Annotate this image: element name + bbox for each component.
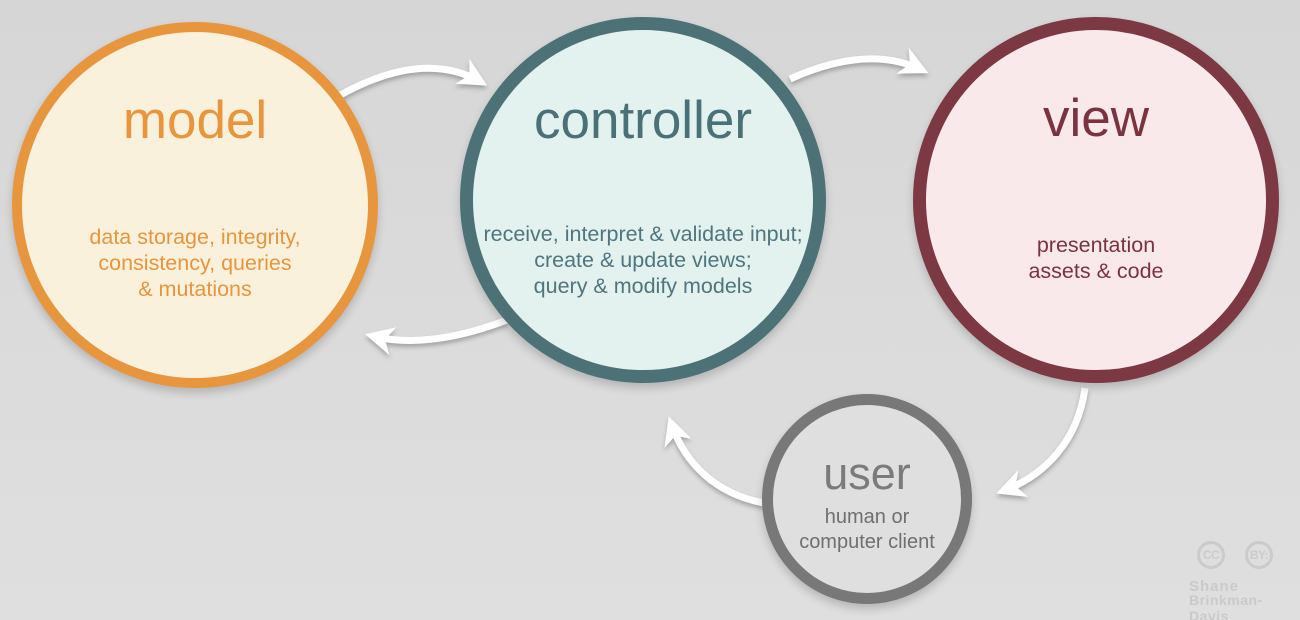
by-icon: BY: xyxy=(1245,541,1273,569)
arrow-controller-to-view xyxy=(788,47,929,83)
author-name-line2: Brinkman-Davis xyxy=(1189,592,1263,620)
user-node: user human or computer client xyxy=(762,394,972,604)
arrow-model-to-controller xyxy=(328,58,488,105)
view-node: view presentation assets & code xyxy=(913,17,1279,383)
user-description: human or computer client xyxy=(799,506,935,553)
model-description: data storage, integrity, consistency, qu… xyxy=(89,225,301,301)
view-description: presentation assets & code xyxy=(1028,233,1164,283)
arrow-user-to-controller xyxy=(664,416,765,507)
controller-description: receive, interpret & validate input; cre… xyxy=(483,222,803,298)
controller-node: controller receive, interpret & validate… xyxy=(460,17,826,383)
author-name-line1: Shane xyxy=(1189,578,1240,595)
cc-icon: CC xyxy=(1197,541,1225,569)
view-title: view xyxy=(1042,89,1150,148)
arrow-controller-to-model xyxy=(365,316,509,356)
controller-title: controller xyxy=(534,91,752,150)
user-title: user xyxy=(823,448,911,499)
model-title: model xyxy=(122,91,268,150)
arrow-view-to-user xyxy=(996,387,1089,497)
model-node: model data storage, integrity, consisten… xyxy=(12,22,378,388)
